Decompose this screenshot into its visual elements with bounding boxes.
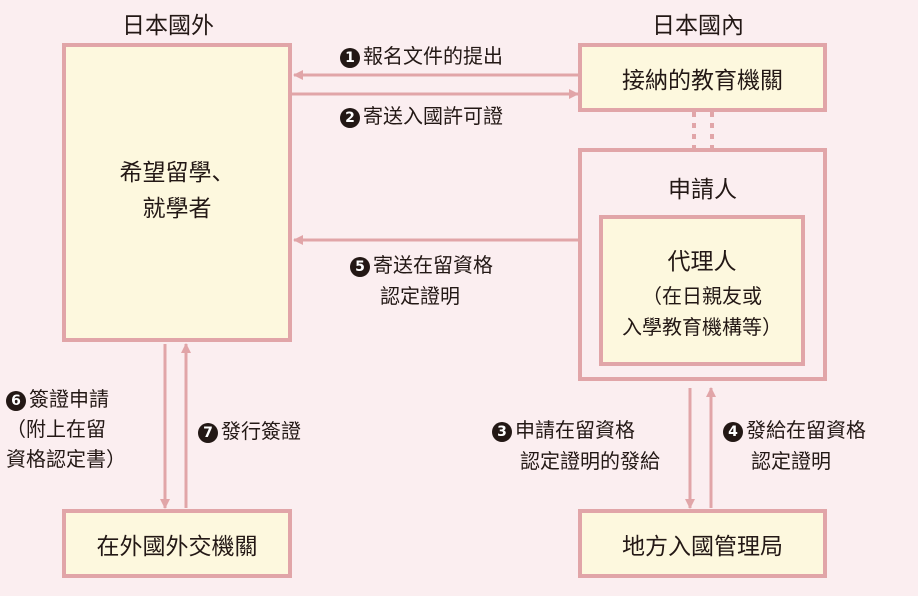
step4-line1: 發給在留資格 <box>746 418 866 442</box>
step5-line2: 認定證明 <box>380 284 460 308</box>
step7-text: 發行簽證 <box>221 419 301 443</box>
step5-line1: 寄送在留資格 <box>373 253 493 277</box>
step5-number: 5 <box>350 257 370 277</box>
agent-note-line2: 入學教育機構等） <box>622 315 782 339</box>
student-line1: 希望留學、 <box>119 159 235 186</box>
step2-number: 2 <box>340 108 360 128</box>
box-immigration-bureau: 地方入國管理局 <box>578 509 827 578</box>
immigration-label: 地方入國管理局 <box>622 533 783 560</box>
step4-line2: 認定證明 <box>751 449 831 473</box>
box-accepting-institution: 接納的教育機關 <box>578 43 827 112</box>
relation-dotted-lines <box>692 112 714 150</box>
box-prospective-student: 希望留學、 就學者 <box>62 43 292 342</box>
step7-number: 7 <box>198 423 218 443</box>
agent-note-line1: （在日親友或 <box>642 284 762 308</box>
box-agent: 代理人 （在日親友或 入學教育機構等） <box>599 215 805 366</box>
step2-text: 寄送入國許可證 <box>363 104 503 128</box>
step3-line1: 申請在留資格 <box>515 418 635 442</box>
box-embassy: 在外國外交機關 <box>62 509 292 578</box>
step6-line1: 簽證申請 <box>29 387 109 411</box>
agent-title: 代理人 <box>667 249 737 275</box>
embassy-label: 在外國外交機關 <box>96 533 258 560</box>
step4-number: 4 <box>723 422 743 442</box>
step6-line3: 資格認定書） <box>6 447 126 471</box>
step1-number: 1 <box>340 48 360 68</box>
step1-text: 報名文件的提出 <box>363 44 503 68</box>
heading-abroad: 日本國外 <box>122 13 214 39</box>
step3-number: 3 <box>492 422 512 442</box>
heading-domestic: 日本國內 <box>652 13 744 39</box>
step6-line2: （附上在留 <box>6 417 106 441</box>
step3-line2: 認定證明的發給 <box>520 449 660 473</box>
step6-number: 6 <box>6 391 26 411</box>
sponsor-label: 申請人 <box>668 177 737 203</box>
institution-label: 接納的教育機關 <box>622 67 783 94</box>
student-line2: 就學者 <box>142 195 212 222</box>
